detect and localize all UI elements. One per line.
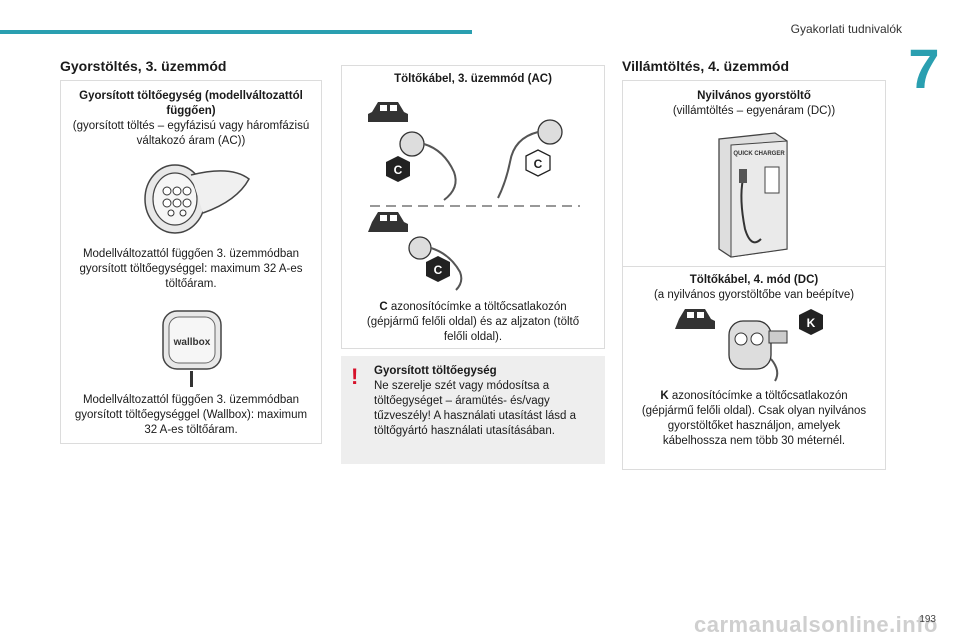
middle-caption-lead: C xyxy=(379,301,388,313)
right-card1-title: Nyilvános gyorstöltő xyxy=(697,90,811,102)
right-caption-rest: azonosítócímke a töltőcsatlakozón (gépjá… xyxy=(641,390,867,447)
section-label: Gyakorlati tudnivalók xyxy=(790,22,902,36)
middle-card-title: Töltőkábel, 3. üzemmód (AC) xyxy=(394,73,552,85)
right-caption: K azonosítócímke a töltőcsatlakozón (gép… xyxy=(623,389,885,449)
note-body: Ne szerelje szét vagy módosítsa a töltőe… xyxy=(374,380,577,437)
right-card2-title: Töltőkábel, 4. mód (DC) xyxy=(689,274,819,286)
ac-cable-vehicle-illustration: C xyxy=(368,212,463,291)
c-label-outline: C xyxy=(534,157,543,171)
right-heading: Villámtöltés, 4. üzemmód xyxy=(622,58,790,74)
car-icon xyxy=(368,212,408,232)
chapter-number: 7 xyxy=(888,40,960,98)
socket-caption: Modellváltozattól függően 3. üzemmódban … xyxy=(79,248,303,290)
car-icon xyxy=(368,102,408,122)
left-card-subtitle: (gyorsított töltés – egyfázisú vagy háro… xyxy=(72,120,310,147)
page-number: 193 xyxy=(919,614,936,625)
wallbox-illustration: wallbox xyxy=(162,310,222,387)
wallbox-caption: Modellváltozattól függően 3. üzemmódban … xyxy=(74,394,308,436)
right-caption-lead: K xyxy=(660,390,669,402)
charging-socket-illustration xyxy=(144,164,250,234)
middle-card: Töltőkábel, 3. üzemmód (AC) C C C xyxy=(341,65,605,349)
dc-cable-illustration: K xyxy=(675,309,823,382)
watermark: carmanualsonline.info xyxy=(694,612,938,637)
right-card2-subtitle: (a nyilvános gyorstöltőbe van beépítve) xyxy=(653,289,855,301)
left-card-title: Gyorsított töltőegység (modellváltozattó… xyxy=(79,90,303,117)
right-card: Nyilvános gyorstöltő (villámtöltés – egy… xyxy=(622,80,886,470)
warning-note: ! Gyorsított töltőegység Ne szerelje szé… xyxy=(341,356,605,464)
right-card-divider xyxy=(623,266,885,267)
car-icon xyxy=(675,309,715,329)
left-heading: Gyorstöltés, 3. üzemmód xyxy=(60,58,227,74)
c-label-dark: C xyxy=(394,163,403,177)
k-label: K xyxy=(807,316,816,330)
note-title: Gyorsított töltőegység xyxy=(374,365,497,377)
c-label-vehicle: C xyxy=(434,263,443,277)
dashed-separator xyxy=(370,205,580,207)
right-card1-subtitle: (villámtöltés – egyenáram (DC)) xyxy=(672,105,836,117)
quick-charger-illustration: QUICK CHARGER xyxy=(718,132,788,258)
header-accent-bar xyxy=(0,30,472,34)
middle-caption-rest: azonosítócímke a töltőcsatlakozón (gépjá… xyxy=(366,301,580,343)
warning-icon: ! xyxy=(351,364,359,389)
ac-cable-illustration: C C xyxy=(368,102,563,201)
middle-caption: C azonosítócímke a töltőcsatlakozón (gép… xyxy=(342,300,604,345)
quick-charger-label: QUICK CHARGER xyxy=(733,151,785,157)
wallbox-logo-text: wallbox xyxy=(173,337,211,348)
left-card: Gyorsított töltőegység (modellváltozattó… xyxy=(60,80,322,444)
